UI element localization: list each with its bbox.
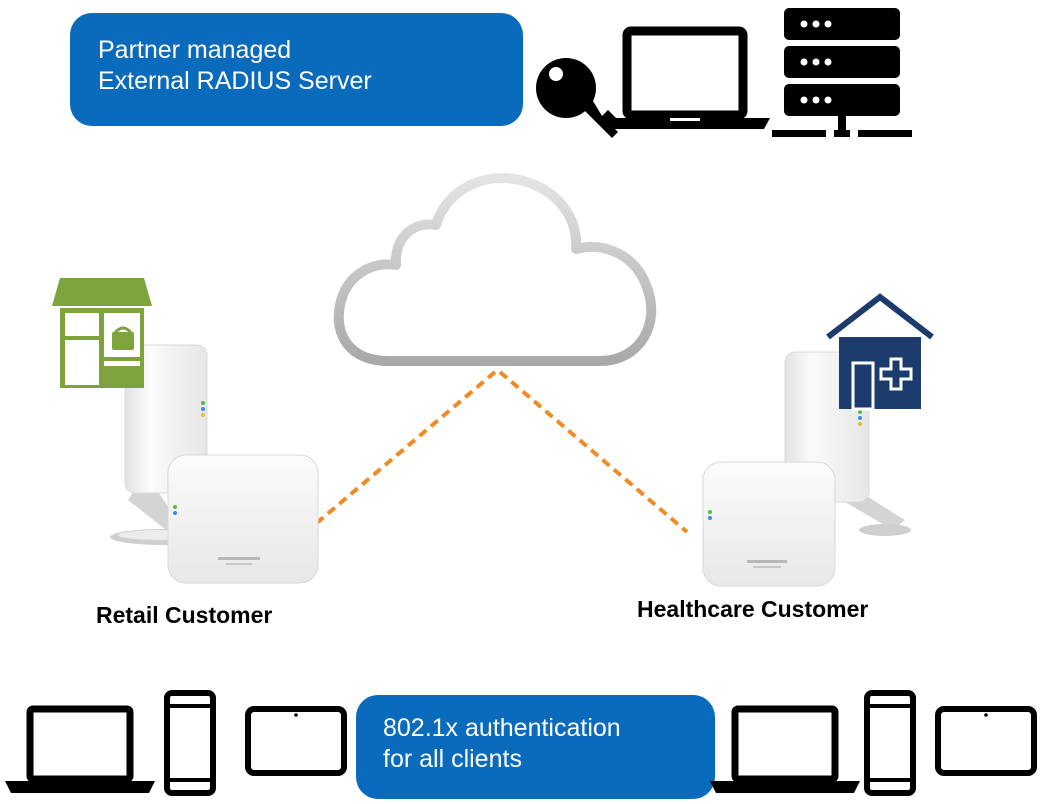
cloud-icon [333, 173, 657, 366]
laptop-icon [710, 705, 860, 793]
store-icon [52, 278, 152, 388]
link-to-healthcare [498, 370, 689, 534]
radius-callout-line1: Partner managed [98, 36, 292, 64]
auth-callout-line2: for all clients [383, 745, 522, 773]
retail-access-points [110, 344, 319, 584]
link-to-retail [310, 370, 497, 529]
tablet-icon [245, 706, 347, 776]
laptop-icon [600, 26, 770, 129]
auth-callout-line1: 802.1x authentication [383, 714, 621, 742]
phone-icon [864, 690, 916, 796]
server-rack-icon [772, 8, 912, 137]
healthcare-customer-label: Healthcare Customer [637, 596, 869, 622]
tablet-icon [935, 706, 1037, 776]
retail-customer-label: Retail Customer [96, 602, 273, 628]
radius-callout-line2: External RADIUS Server [98, 67, 372, 95]
auth-callout: 802.1x authentication for all clients [356, 695, 715, 799]
hospital-icon [826, 293, 934, 411]
radius-server-callout: Partner managed External RADIUS Server [70, 13, 523, 126]
laptop-icon [5, 705, 155, 793]
phone-icon [164, 690, 216, 796]
